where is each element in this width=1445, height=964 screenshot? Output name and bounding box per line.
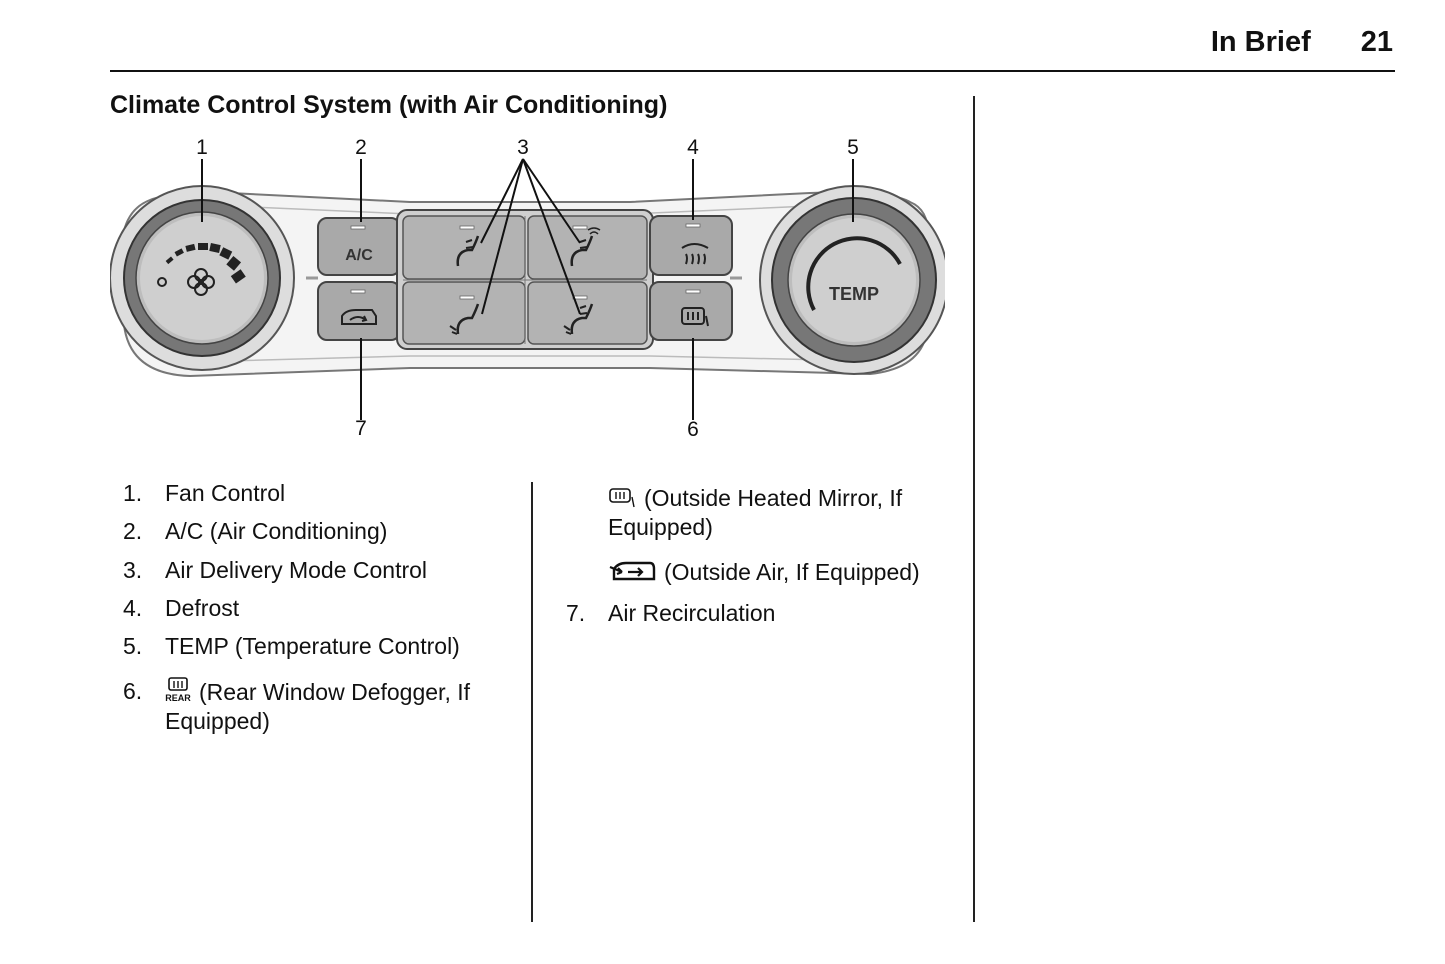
vent-mode-icon (456, 235, 480, 267)
recirculation-button[interactable] (317, 281, 401, 341)
fan-speed-scale (157, 243, 246, 287)
item-text: (Outside Air, If Equipped) (608, 558, 920, 587)
mode-bilevel-button[interactable] (570, 227, 601, 267)
legend-list-right: (Outside Heated Mirror, If Equipped) (Ou… (566, 484, 956, 644)
item-number: 6. (123, 678, 143, 704)
item-text-body: (Outside Air, If Equipped) (664, 559, 920, 585)
rear-defogger-button[interactable] (649, 281, 733, 341)
item-text: Air Delivery Mode Control (165, 557, 428, 583)
callout-5: 5 (847, 136, 859, 159)
callout-4: 4 (687, 136, 699, 159)
floor-defrost-mode-icon (563, 303, 594, 335)
callout-2: 2 (355, 136, 367, 159)
running-header: In Brief 21 (1211, 26, 1393, 59)
ac-button[interactable]: A/C (317, 217, 401, 276)
item-text: Fan Control (165, 480, 286, 506)
air-delivery-mode-block (396, 209, 654, 350)
item-number: 5. (123, 633, 143, 659)
temp-knob-label: TEMP (829, 284, 879, 304)
section-name: In Brief (1210, 26, 1311, 58)
item-text-body: (Outside Heated Mirror, If Equipped) (608, 485, 903, 540)
item-number: 4. (123, 595, 143, 621)
page-number: 21 (1360, 26, 1393, 58)
callout-6: 6 (687, 418, 699, 441)
mode-floor-button[interactable] (449, 303, 480, 335)
rear-defogger-icon: REAR (165, 677, 191, 703)
ac-button-label: A/C (345, 247, 373, 264)
item-text: Air Recirculation (608, 600, 776, 626)
temperature-scale-arc (806, 236, 902, 311)
outside-air-icon (609, 561, 656, 581)
heated-mirror-icon (609, 488, 635, 508)
item-text: (Outside Heated Mirror, If Equipped) (608, 484, 943, 542)
item-text: Defrost (165, 595, 240, 621)
column-divider-right (973, 96, 975, 922)
defrost-icon (681, 243, 709, 265)
recirculation-icon (341, 309, 377, 325)
legend-list-left: 1. Fan Control 2. A/C (Air Conditioning)… (123, 479, 523, 739)
floor-mode-icon (449, 303, 480, 335)
item-text: A/C (Air Conditioning) (165, 518, 388, 544)
item-number: 2. (123, 518, 143, 544)
callout-7: 7 (355, 417, 367, 440)
bilevel-mode-icon (570, 227, 601, 267)
callout-lines (201, 158, 854, 420)
climate-control-figure: A/C (110, 130, 945, 448)
item-number: 3. (123, 557, 143, 583)
item-number: 7. (566, 600, 586, 626)
fan-icon (187, 268, 215, 296)
section-title: Climate Control System (with Air Conditi… (110, 91, 668, 119)
fan-control-knob[interactable] (110, 185, 295, 371)
column-divider-left (531, 482, 533, 922)
mode-floor-defrost-button[interactable] (563, 303, 594, 335)
callout-1: 1 (196, 136, 208, 159)
header-rule (110, 70, 1395, 72)
item-text: REAR(Rear Window Defogger, If Equipped) (165, 677, 505, 736)
rear-defogger-icon (681, 307, 709, 327)
item-number: 1. (123, 480, 143, 506)
defrost-button[interactable] (649, 215, 733, 276)
rear-icon-text: REAR (165, 693, 191, 703)
callout-3: 3 (517, 136, 529, 159)
item-text-body: (Rear Window Defogger, If Equipped) (165, 679, 471, 734)
item-text: TEMP (Temperature Control) (165, 633, 460, 659)
temperature-control-knob[interactable]: TEMP (759, 185, 945, 375)
mode-vent-button[interactable] (456, 235, 480, 267)
